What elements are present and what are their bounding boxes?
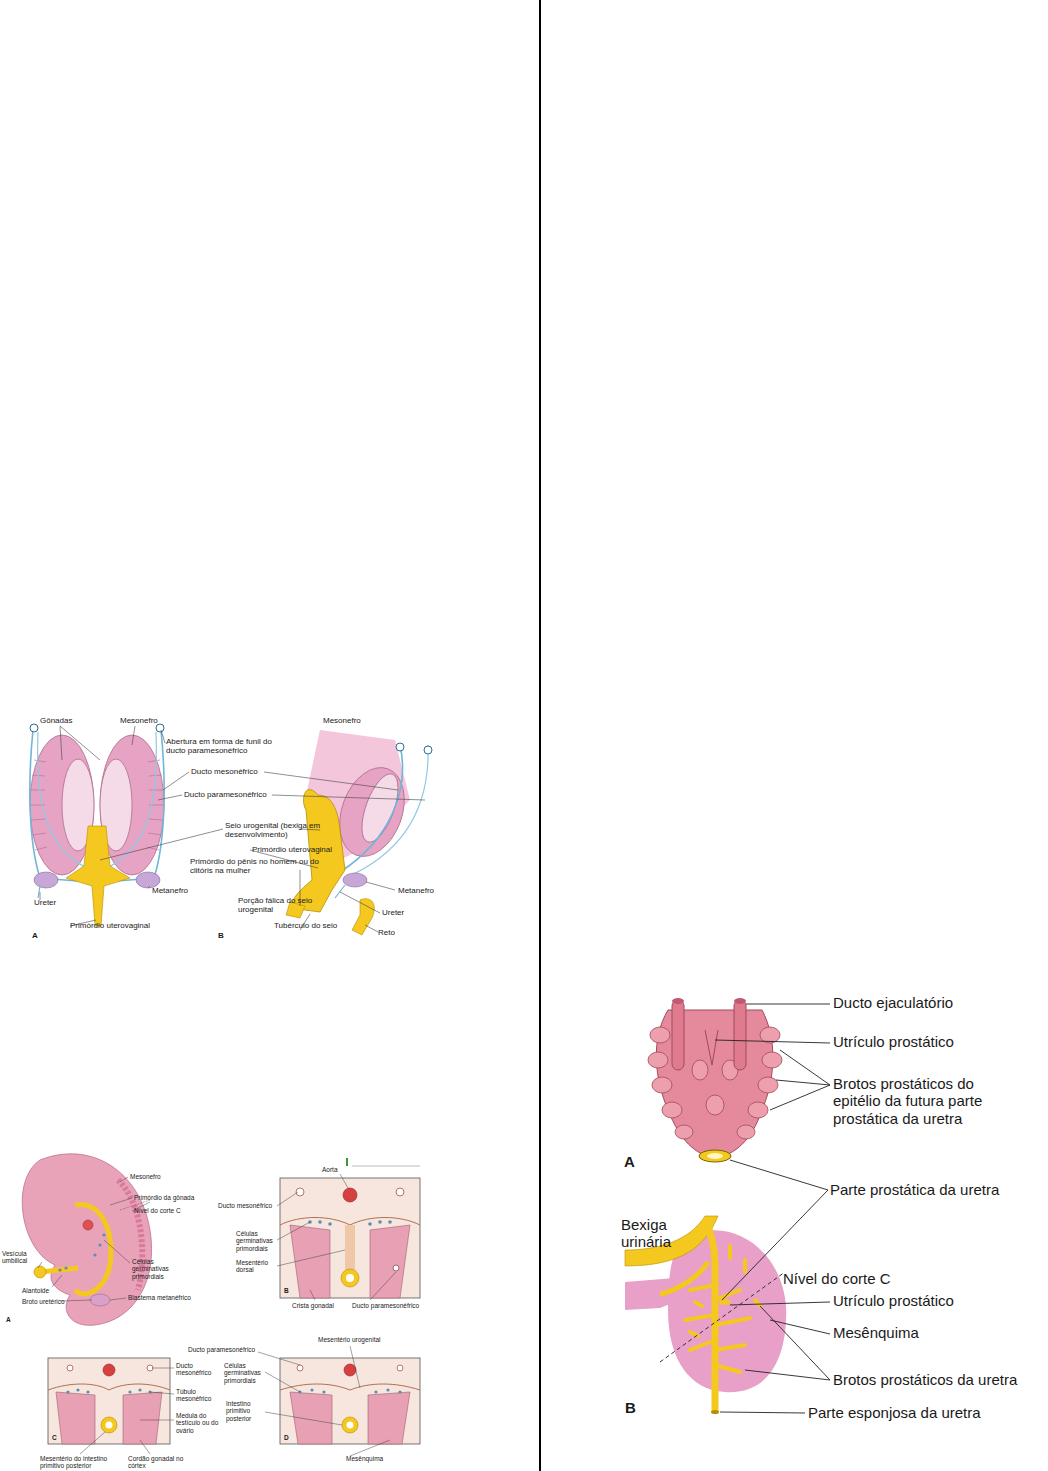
part-label: Mesentério urogenital (318, 1336, 381, 1343)
part-label: Broto uretérico (22, 1298, 65, 1305)
part-label: Utrículo prostático (833, 1292, 954, 1309)
part-label: Seio urogenital (bexiga em desenvolvimen… (225, 821, 343, 839)
part-label: Brotos prostáticos do epitélio da futura… (833, 1075, 1023, 1127)
part-label: Crista gonadal (292, 1302, 334, 1309)
panel-letter: C (52, 1434, 57, 1441)
part-label: Alantoide (22, 1287, 49, 1294)
part-label: Nível do corte C (783, 1270, 891, 1287)
part-label: Primórdio da gônada (134, 1194, 194, 1201)
part-label: Parte esponjosa da uretra (808, 1404, 981, 1421)
part-label: Células germinativas primordiais (236, 1230, 276, 1252)
part-label: Vesícula umbilical (2, 1250, 40, 1265)
part-label: Porção fálica do seio urogenital (238, 896, 333, 914)
part-label: Blastema metanéfrico (128, 1294, 191, 1301)
part-label: Mesentério dorsal (236, 1259, 276, 1274)
part-label: Brotos prostáticos da uretra (833, 1371, 1017, 1388)
part-label: Medula do testículo ou do ovário (176, 1412, 222, 1434)
panel-letter: A (6, 1316, 11, 1323)
panel-letter: B (218, 931, 224, 940)
part-label: Ducto paramesonéfrico (184, 790, 267, 799)
part-label: Mesonefro (120, 716, 158, 725)
panel-letter: B (625, 1399, 636, 1416)
part-label: Mesênquima (833, 1324, 919, 1341)
part-label: Nível do corte C (134, 1207, 181, 1214)
part-label: Ducto mesonéfrico (176, 1362, 216, 1377)
part-label: Abertura em forma de funil do ducto para… (166, 737, 288, 755)
part-label: Mesentério do intestino primitivo poster… (40, 1455, 120, 1470)
part-label: Células germinativas primordiais (224, 1362, 264, 1384)
part-label: Metanefro (398, 886, 434, 895)
part-label: Mesonefro (323, 716, 361, 725)
part-label: Mesênquima (346, 1455, 383, 1462)
panel-letter: D (284, 1434, 289, 1441)
part-label: Mesonefro (130, 1173, 161, 1180)
part-label: Parte prostática da uretra (830, 1181, 999, 1198)
part-label: Ducto mesonéfrico (191, 767, 258, 776)
part-label: Primórdio uterovaginal (70, 921, 150, 930)
part-label: Reto (378, 928, 395, 937)
part-label: Ducto ejaculatório (833, 994, 953, 1011)
part-label: Utrículo prostático (833, 1033, 954, 1050)
panel-letter: A (624, 1153, 635, 1170)
part-label: Ureter (382, 908, 404, 917)
part-label: Primórdio do pênis no homem ou do clitór… (190, 857, 330, 875)
part-label: Metanefro (152, 886, 188, 895)
part-label: Ducto mesonéfrico (218, 1202, 272, 1209)
part-label: Primórdio uterovaginal (252, 845, 332, 854)
part-label: Ureter (34, 898, 56, 907)
panel-letter: B (284, 1287, 289, 1294)
part-label: Ducto paramesonéfrico (188, 1346, 255, 1353)
part-label: Células germinativas primordiais (132, 1258, 178, 1280)
part-label: Aorta (322, 1166, 338, 1173)
part-label: Gônadas (40, 716, 72, 725)
part-label: Túbulo mesonéfrico (176, 1388, 216, 1403)
part-label: Bexiga urinária (621, 1216, 693, 1251)
part-label: Ducto paramesonéfrico (352, 1302, 419, 1309)
part-label: Cordão gonadal no córtex (128, 1455, 184, 1470)
panel-letter: A (32, 931, 38, 940)
part-label: Intestino primitivo posterior (226, 1400, 266, 1422)
part-label: Tubérculo do seio (274, 921, 337, 930)
